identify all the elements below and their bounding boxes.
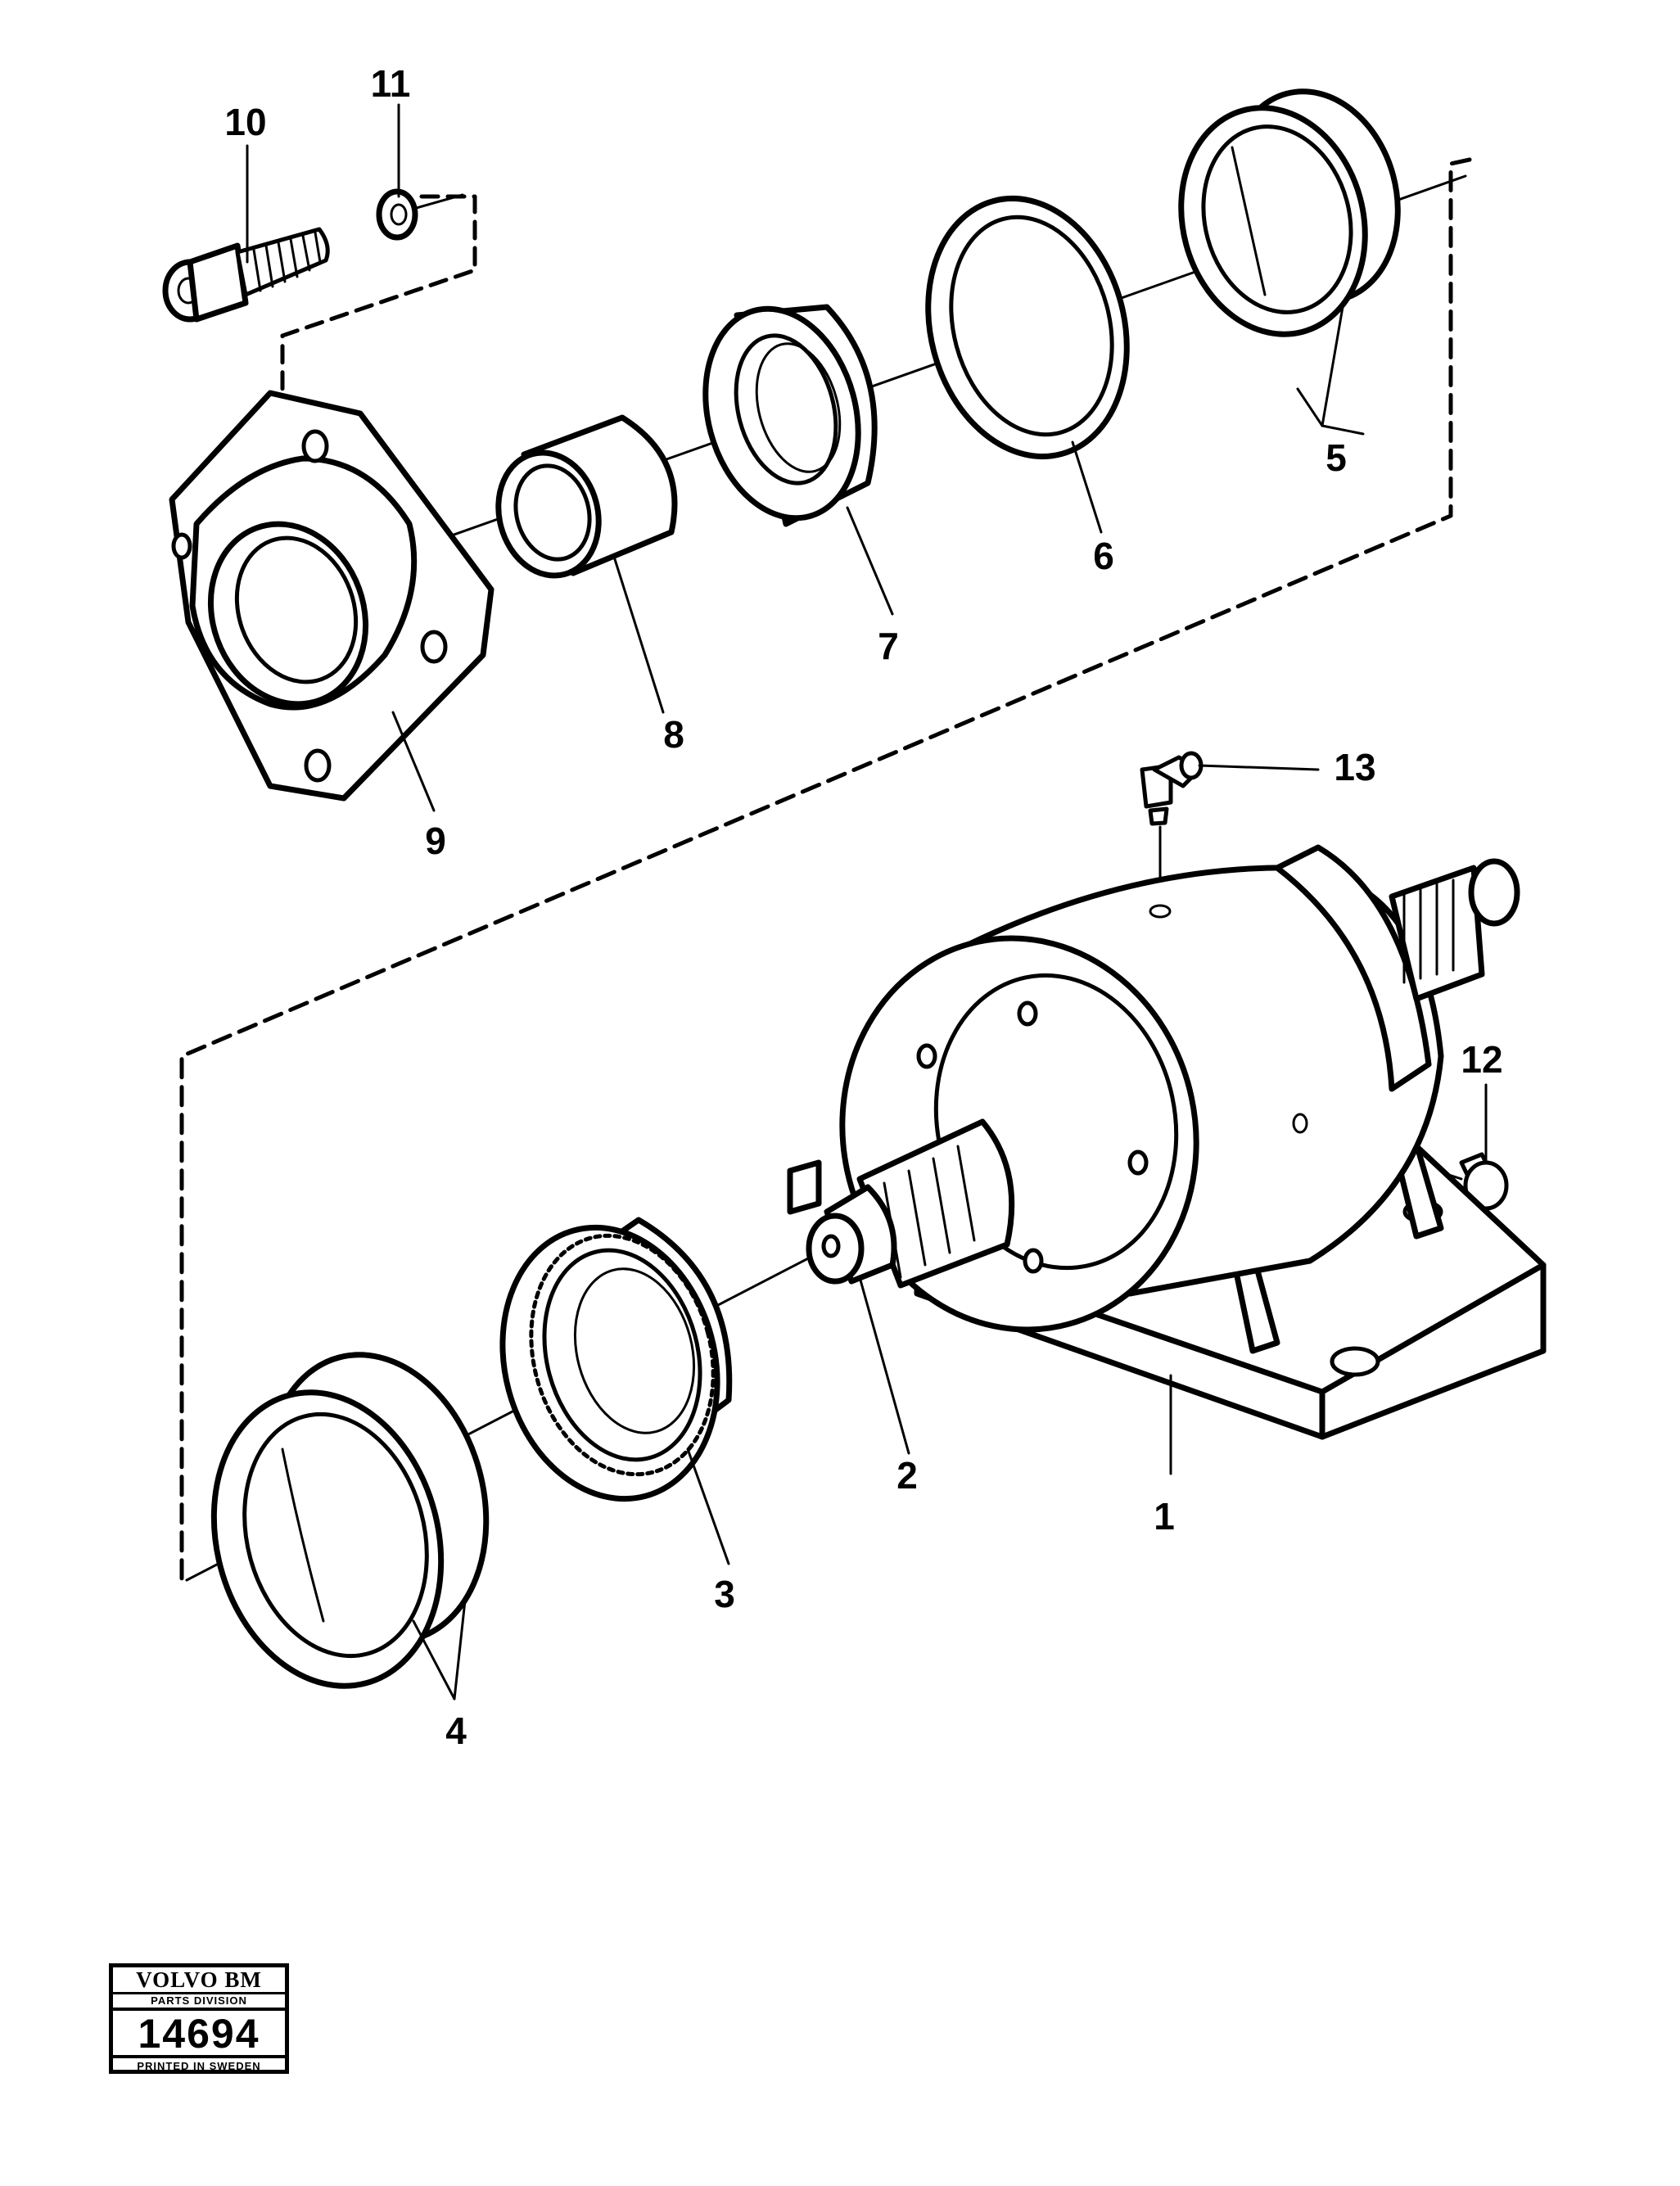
- part-3-roller-bearing: [499, 1217, 733, 1502]
- stamp-printed: PRINTED IN SWEDEN: [137, 2060, 261, 2072]
- leader-lines: [246, 103, 1488, 1700]
- callout-6: 6: [1093, 535, 1114, 577]
- callout-4: 4: [445, 1710, 467, 1752]
- callout-8: 8: [663, 713, 684, 756]
- part-8-bushing: [495, 414, 678, 579]
- part-7-seal-ring: [702, 304, 878, 527]
- part-9-flange-housing: [169, 390, 495, 802]
- part-2-spline-shaft: [787, 1118, 1015, 1289]
- part-11-washer: [376, 188, 418, 241]
- stamp-number: 14694: [113, 2011, 285, 2058]
- part-5-seal-pair: [1178, 88, 1401, 337]
- part-1-bearing-housing: [839, 844, 1547, 1440]
- callout-5: 5: [1325, 436, 1347, 479]
- callout-12: 12: [1461, 1038, 1502, 1081]
- part-13-grease-nipple: [1140, 751, 1204, 826]
- part-6-thin-ring: [925, 195, 1130, 460]
- callout-13: 13: [1334, 746, 1375, 788]
- callout-7: 7: [878, 625, 899, 667]
- callout-10: 10: [224, 101, 266, 143]
- callout-9: 9: [425, 820, 446, 862]
- stamp-brand: VOLVO BM: [113, 1967, 285, 1994]
- part-10-screw: [162, 227, 330, 323]
- callout-2: 2: [896, 1454, 918, 1497]
- volvo-bm-stamp: VOLVO BM PARTS DIVISION 14694 PRINTED IN…: [109, 1963, 289, 2074]
- stamp-division: PARTS DIVISION: [113, 1994, 285, 2011]
- callout-1: 1: [1154, 1495, 1175, 1538]
- callout-11: 11: [371, 62, 411, 105]
- callout-3: 3: [714, 1573, 735, 1615]
- part-4-seal-pair: [210, 1352, 490, 1689]
